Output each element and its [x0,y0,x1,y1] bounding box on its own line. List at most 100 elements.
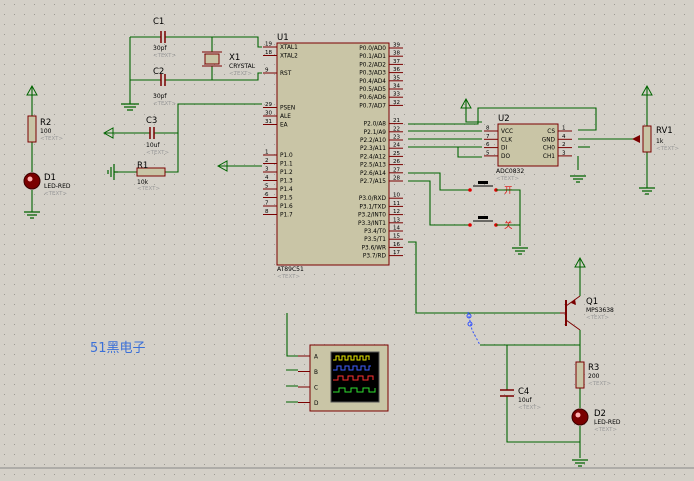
pin-number: 39 [393,43,400,49]
pin-number: 23 [393,135,400,141]
pin-number: 27 [393,167,400,173]
pin-label: P2.7/A15 [360,179,386,185]
pin-label: CLK [501,137,512,143]
pin-label: P1.4 [280,187,293,193]
c1-text: <TEXT> [153,53,176,59]
pin-label: GND [542,137,556,143]
capacitor-c4[interactable]: C4 10uf <TEXT> [500,387,541,411]
capacitor-c1[interactable]: C1 30pf <TEXT> [153,17,176,59]
x1-value: CRYSTAL [229,63,256,70]
mcu-text: <TEXT> [277,274,300,280]
capacitor-c2[interactable]: C2 30pf <TEXT> [153,67,176,107]
pin-number: 3 [562,150,566,156]
pin-number: 28 [393,176,400,182]
pin-number: 24 [393,143,400,149]
watermark-text: 51黑电子 [90,341,146,356]
capacitor-c3[interactable]: C3 10uf <TEXT> [146,116,169,156]
pin-number: 7 [486,134,490,140]
pin-label: P2.0/A8 [364,122,387,128]
pin-number: 31 [265,119,272,125]
ground-symbol-d2 [572,459,588,467]
pin-number: 36 [393,67,400,73]
r2-ref: R2 [40,118,51,128]
r2-value: 100 [40,128,52,135]
scope-channel-label: B [314,370,318,376]
pin-number: 18 [265,50,272,56]
pin-label: P3.5/T1 [364,237,386,243]
pin-label: P2.5/A13 [360,163,386,169]
transistor-q1[interactable]: Q1 MPS3638 <TEXT> [560,295,614,331]
resistor-r3[interactable]: R3 200 <TEXT> [575,361,611,389]
mcu-u1[interactable]: U1 AT89C51 <TEXT> 19XTAL118XTAL29RST29PS… [263,33,403,280]
c1-ref: C1 [153,17,164,27]
pin-label: P0.2/AD2 [359,62,386,68]
pin-number: 6 [265,192,269,198]
transistor-stage: Q1 MPS3638 <TEXT> R3 200 <TEXT> D2 LED-R… [408,241,621,467]
pin-number: 29 [265,102,272,108]
adc-wiring [408,97,640,183]
pin-label: XTAL2 [280,54,298,60]
pin-label: P2.2/A10 [360,138,386,144]
pin-number: 21 [393,118,400,124]
r3-value: 200 [588,373,600,380]
c4-text: <TEXT> [518,405,541,411]
pin-label: P0.7/AD7 [359,103,386,109]
pin-number: 19 [265,42,272,48]
d1-text: <TEXT> [44,191,67,197]
pin-label: ALE [280,114,291,120]
pin-label: DI [501,146,507,152]
pin-label: P2.3/A11 [360,146,386,152]
rv1-value: 1k [656,138,664,145]
ground-symbol-adc [570,175,586,183]
pin-label: P1.1 [280,162,293,168]
pin-label: VCC [501,129,513,135]
scope-channel-label: C [314,386,318,392]
switch-off[interactable]: 关 [408,180,528,255]
resistor-r1[interactable]: R1 10k <TEXT> [136,161,166,192]
led-d1[interactable]: D1 LED-RED <TEXT> [23,172,71,197]
scope-channel-label: D [314,401,319,407]
pin-label: P0.3/AD3 [359,71,386,77]
pin-number: 34 [393,84,400,90]
pin-label: XTAL1 [280,45,298,51]
pin-number: 25 [393,151,400,157]
potentiometer-rv1[interactable]: RV1 1k <TEXT> [632,84,679,195]
pin-label: P3.3/INT1 [358,221,386,227]
crystal-x1[interactable]: X1 CRYSTAL <TEXT> [202,51,256,77]
x1-ref: X1 [229,53,240,63]
r1-ref: R1 [137,161,148,171]
pin-number: 35 [393,75,400,81]
ground-symbol-rv1 [639,187,655,195]
r3-ref: R3 [588,363,599,373]
pin-label: P1.7 [280,213,293,219]
r3-text: <TEXT> [588,381,611,387]
led-d1-branch: R2 100 <TEXT> D1 LED-RED <TEXT> [23,84,71,219]
ground-symbol-d1 [24,211,40,219]
resistor-r2[interactable]: R2 100 <TEXT> [27,115,63,143]
ground-symbol-switches [512,247,528,255]
pin-label: CH1 [543,154,555,160]
pin-label: P3.6/WR [362,245,386,251]
pin-label: P1.5 [280,196,293,202]
pin-number: 2 [265,158,269,164]
pin-label: DO [501,154,510,160]
pin-number: 1 [562,126,566,132]
pin-label: P1.2 [280,170,293,176]
c3-value: 10uf [146,142,160,149]
oscillator-circuit: X1 CRYSTAL <TEXT> C1 30pf <TEXT> C2 30pf… [121,17,262,111]
probe-marker [466,311,481,346]
pin-label: RST [280,71,292,77]
pin-number: 22 [393,126,400,132]
led-d2[interactable]: D2 LED-RED <TEXT> [571,408,621,433]
d2-value: LED-RED [594,419,621,426]
pin-label: P2.1/A9 [364,130,387,136]
pin-number: 33 [393,92,400,98]
pin-number: 16 [393,242,400,248]
c3-ref: C3 [146,116,157,126]
pin-number: 26 [393,159,400,165]
